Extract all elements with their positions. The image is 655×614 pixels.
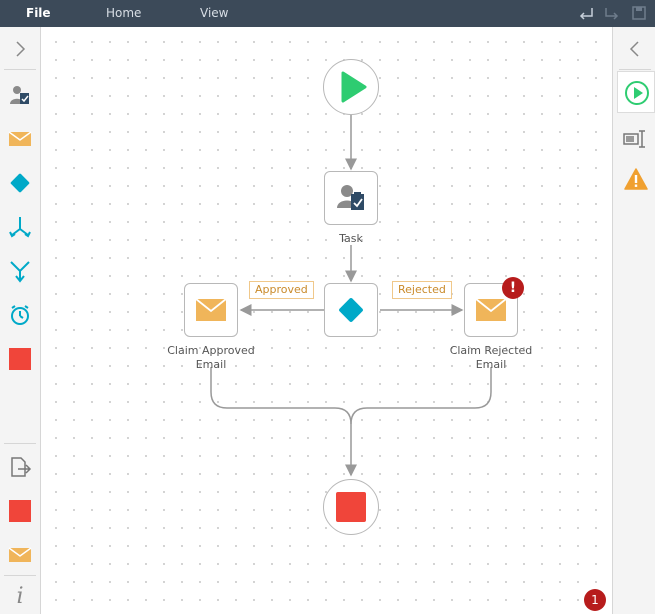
start-panel-tab[interactable] bbox=[617, 71, 655, 113]
decision-node[interactable] bbox=[324, 283, 378, 337]
email-icon bbox=[195, 298, 227, 321]
top-menu-bar: File Home View bbox=[0, 0, 655, 27]
collapse-icon[interactable] bbox=[625, 37, 645, 61]
claim-approved-email-node[interactable] bbox=[184, 283, 238, 337]
menu-home[interactable]: Home bbox=[106, 6, 142, 20]
claim-approved-label-line1: Claim Approved bbox=[167, 344, 255, 357]
undo-icon[interactable] bbox=[578, 5, 594, 21]
menu-file[interactable]: File bbox=[26, 6, 51, 20]
toolbar-divider bbox=[619, 69, 651, 70]
toolbar-divider bbox=[4, 575, 36, 576]
email-icon[interactable] bbox=[8, 543, 32, 567]
right-toolbar bbox=[612, 27, 655, 614]
email-icon[interactable] bbox=[8, 127, 32, 151]
workflow-connectors bbox=[210, 115, 492, 477]
expand-icon[interactable] bbox=[8, 37, 32, 61]
user-task-icon bbox=[337, 185, 364, 210]
left-toolbar: i bbox=[0, 27, 41, 614]
claim-rejected-label-line1: Claim Rejected bbox=[449, 344, 533, 357]
error-count-badge[interactable]: 1 bbox=[584, 589, 606, 611]
connector-approved-end bbox=[210, 367, 357, 477]
toolbar-divider bbox=[4, 443, 36, 444]
end-node[interactable] bbox=[323, 479, 379, 535]
task-label: Task bbox=[339, 232, 363, 245]
save-icon[interactable] bbox=[631, 5, 647, 21]
user-task-icon[interactable] bbox=[8, 83, 32, 107]
timer-icon[interactable] bbox=[8, 303, 32, 327]
error-badge[interactable]: ! bbox=[502, 277, 524, 299]
info-icon[interactable]: i bbox=[8, 583, 32, 607]
start-node[interactable] bbox=[323, 59, 379, 115]
stop-icon[interactable] bbox=[8, 347, 32, 371]
property-icon[interactable] bbox=[622, 127, 648, 151]
diamond-icon[interactable] bbox=[8, 171, 32, 195]
email-icon bbox=[475, 298, 507, 321]
task-node[interactable] bbox=[324, 171, 378, 225]
claim-rejected-label-line2: Email bbox=[475, 358, 507, 371]
diamond-icon bbox=[339, 298, 363, 322]
split-icon[interactable] bbox=[8, 215, 32, 239]
play-icon bbox=[341, 71, 367, 103]
merge-icon[interactable] bbox=[8, 259, 32, 283]
start-icon bbox=[625, 81, 649, 105]
workflow-canvas[interactable]: Task Approved Rejected Claim Approved Em… bbox=[41, 27, 612, 614]
approved-edge-label[interactable]: Approved bbox=[249, 281, 314, 299]
stop-icon[interactable] bbox=[8, 499, 32, 523]
claim-rejected-label: Claim Rejected Email bbox=[431, 344, 551, 372]
rejected-edge-label[interactable]: Rejected bbox=[392, 281, 452, 299]
redo-icon[interactable] bbox=[604, 5, 620, 21]
copy-icon[interactable] bbox=[8, 455, 32, 479]
stop-icon bbox=[336, 492, 366, 522]
claim-approved-label-line2: Email bbox=[195, 358, 227, 371]
svg-text:i: i bbox=[16, 584, 23, 607]
menu-view[interactable]: View bbox=[200, 6, 229, 20]
toolbar-divider bbox=[4, 69, 36, 70]
claim-approved-label: Claim Approved Email bbox=[151, 344, 271, 372]
warning-icon[interactable] bbox=[623, 167, 649, 191]
connector-rejected-end bbox=[350, 367, 492, 425]
